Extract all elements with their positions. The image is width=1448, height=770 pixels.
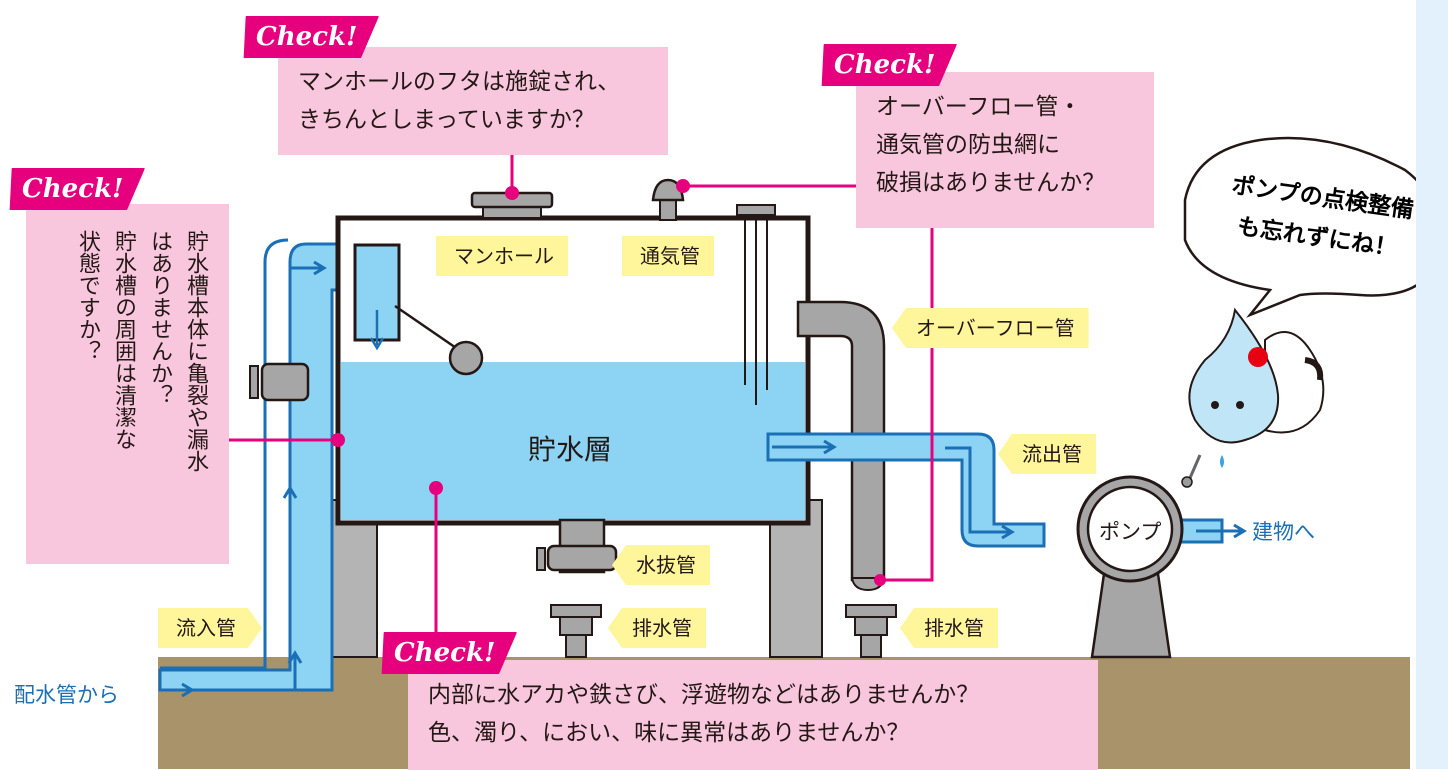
check-box-interior: 内部に水アカや鉄さび、浮遊物などはありませんか？ 色、濁り、におい、味に異常はあ… bbox=[408, 660, 1098, 770]
vent-pipe bbox=[659, 197, 677, 221]
label-overflow-pipe: オーバーフロー管 bbox=[892, 308, 1089, 348]
label-outflow-pipe: 流出管 bbox=[998, 434, 1096, 474]
side-band bbox=[1416, 0, 1448, 769]
inflow-valve bbox=[260, 362, 310, 402]
flow-from-label: 配水管から bbox=[14, 683, 119, 707]
check-manhole-line-1: マンホールのフタは施錠され、 bbox=[298, 69, 621, 95]
label-inflow-pipe: 流入管 bbox=[158, 608, 262, 648]
check-box-manhole: マンホールのフタは施錠され、 きちんとしまっていますか？ bbox=[278, 47, 668, 155]
check-overflow-line-2: 通気管の防虫網に bbox=[876, 132, 1060, 158]
check-overflow-line-3: 破損はありませんか？ bbox=[876, 170, 1106, 196]
tank-support-left bbox=[324, 499, 378, 658]
tank-label: 貯水層 bbox=[528, 433, 613, 466]
mascot-icon bbox=[1181, 307, 1325, 488]
check-interior-line-2: 色、濁り、におい、味に異常はありませんか？ bbox=[428, 720, 910, 746]
label-drain-valve: 水抜管 bbox=[612, 545, 710, 585]
tank-water bbox=[341, 362, 805, 520]
check-badge-tank-body: Check! bbox=[4, 168, 145, 210]
check-badge-overflow: Check! bbox=[816, 44, 957, 86]
flow-to-label: 建物へ bbox=[1252, 520, 1315, 544]
check-box-tank-body: 貯水槽本体に亀裂や漏水 はありませんか？ 貯水槽の周囲は清潔な 状態ですか？ bbox=[26, 204, 229, 564]
check-tank-line-3: 貯水槽の周囲は清潔な bbox=[111, 230, 136, 450]
check-box-overflow: オーバーフロー管・ 通気管の防虫網に 破損はありませんか？ bbox=[856, 72, 1154, 228]
drain-pipe-1 bbox=[550, 604, 602, 658]
check-badge-interior: Check! bbox=[376, 632, 517, 674]
check-overflow-line-1: オーバーフロー管・ bbox=[876, 94, 1082, 120]
label-vent: 通気管 bbox=[622, 236, 714, 276]
label-drain-pipe-1: 排水管 bbox=[608, 608, 706, 648]
vent-cap bbox=[651, 178, 685, 202]
check-tank-line-1: 貯水槽本体に亀裂や漏水 bbox=[183, 230, 208, 472]
float-valve-ball bbox=[448, 340, 484, 376]
label-manhole: マンホール bbox=[436, 236, 568, 276]
check-manhole-line-2: きちんとしまっていますか？ bbox=[298, 107, 595, 133]
pump-face bbox=[1086, 485, 1174, 573]
leader-dots bbox=[331, 179, 886, 586]
label-drain-pipe-2: 排水管 bbox=[900, 608, 998, 648]
check-tank-line-2: はありませんか？ bbox=[147, 230, 172, 406]
check-tank-line-4: 状態ですか？ bbox=[75, 230, 100, 362]
check-badge-manhole: Check! bbox=[238, 16, 379, 58]
pump-label: ポンプ bbox=[1099, 520, 1162, 544]
outflow-pipe bbox=[766, 432, 1046, 548]
flow-arrows bbox=[162, 260, 1247, 698]
drain-pipe-2 bbox=[845, 604, 897, 658]
check-interior-line-1: 内部に水アカや鉄さび、浮遊物などはありませんか？ bbox=[428, 682, 980, 708]
